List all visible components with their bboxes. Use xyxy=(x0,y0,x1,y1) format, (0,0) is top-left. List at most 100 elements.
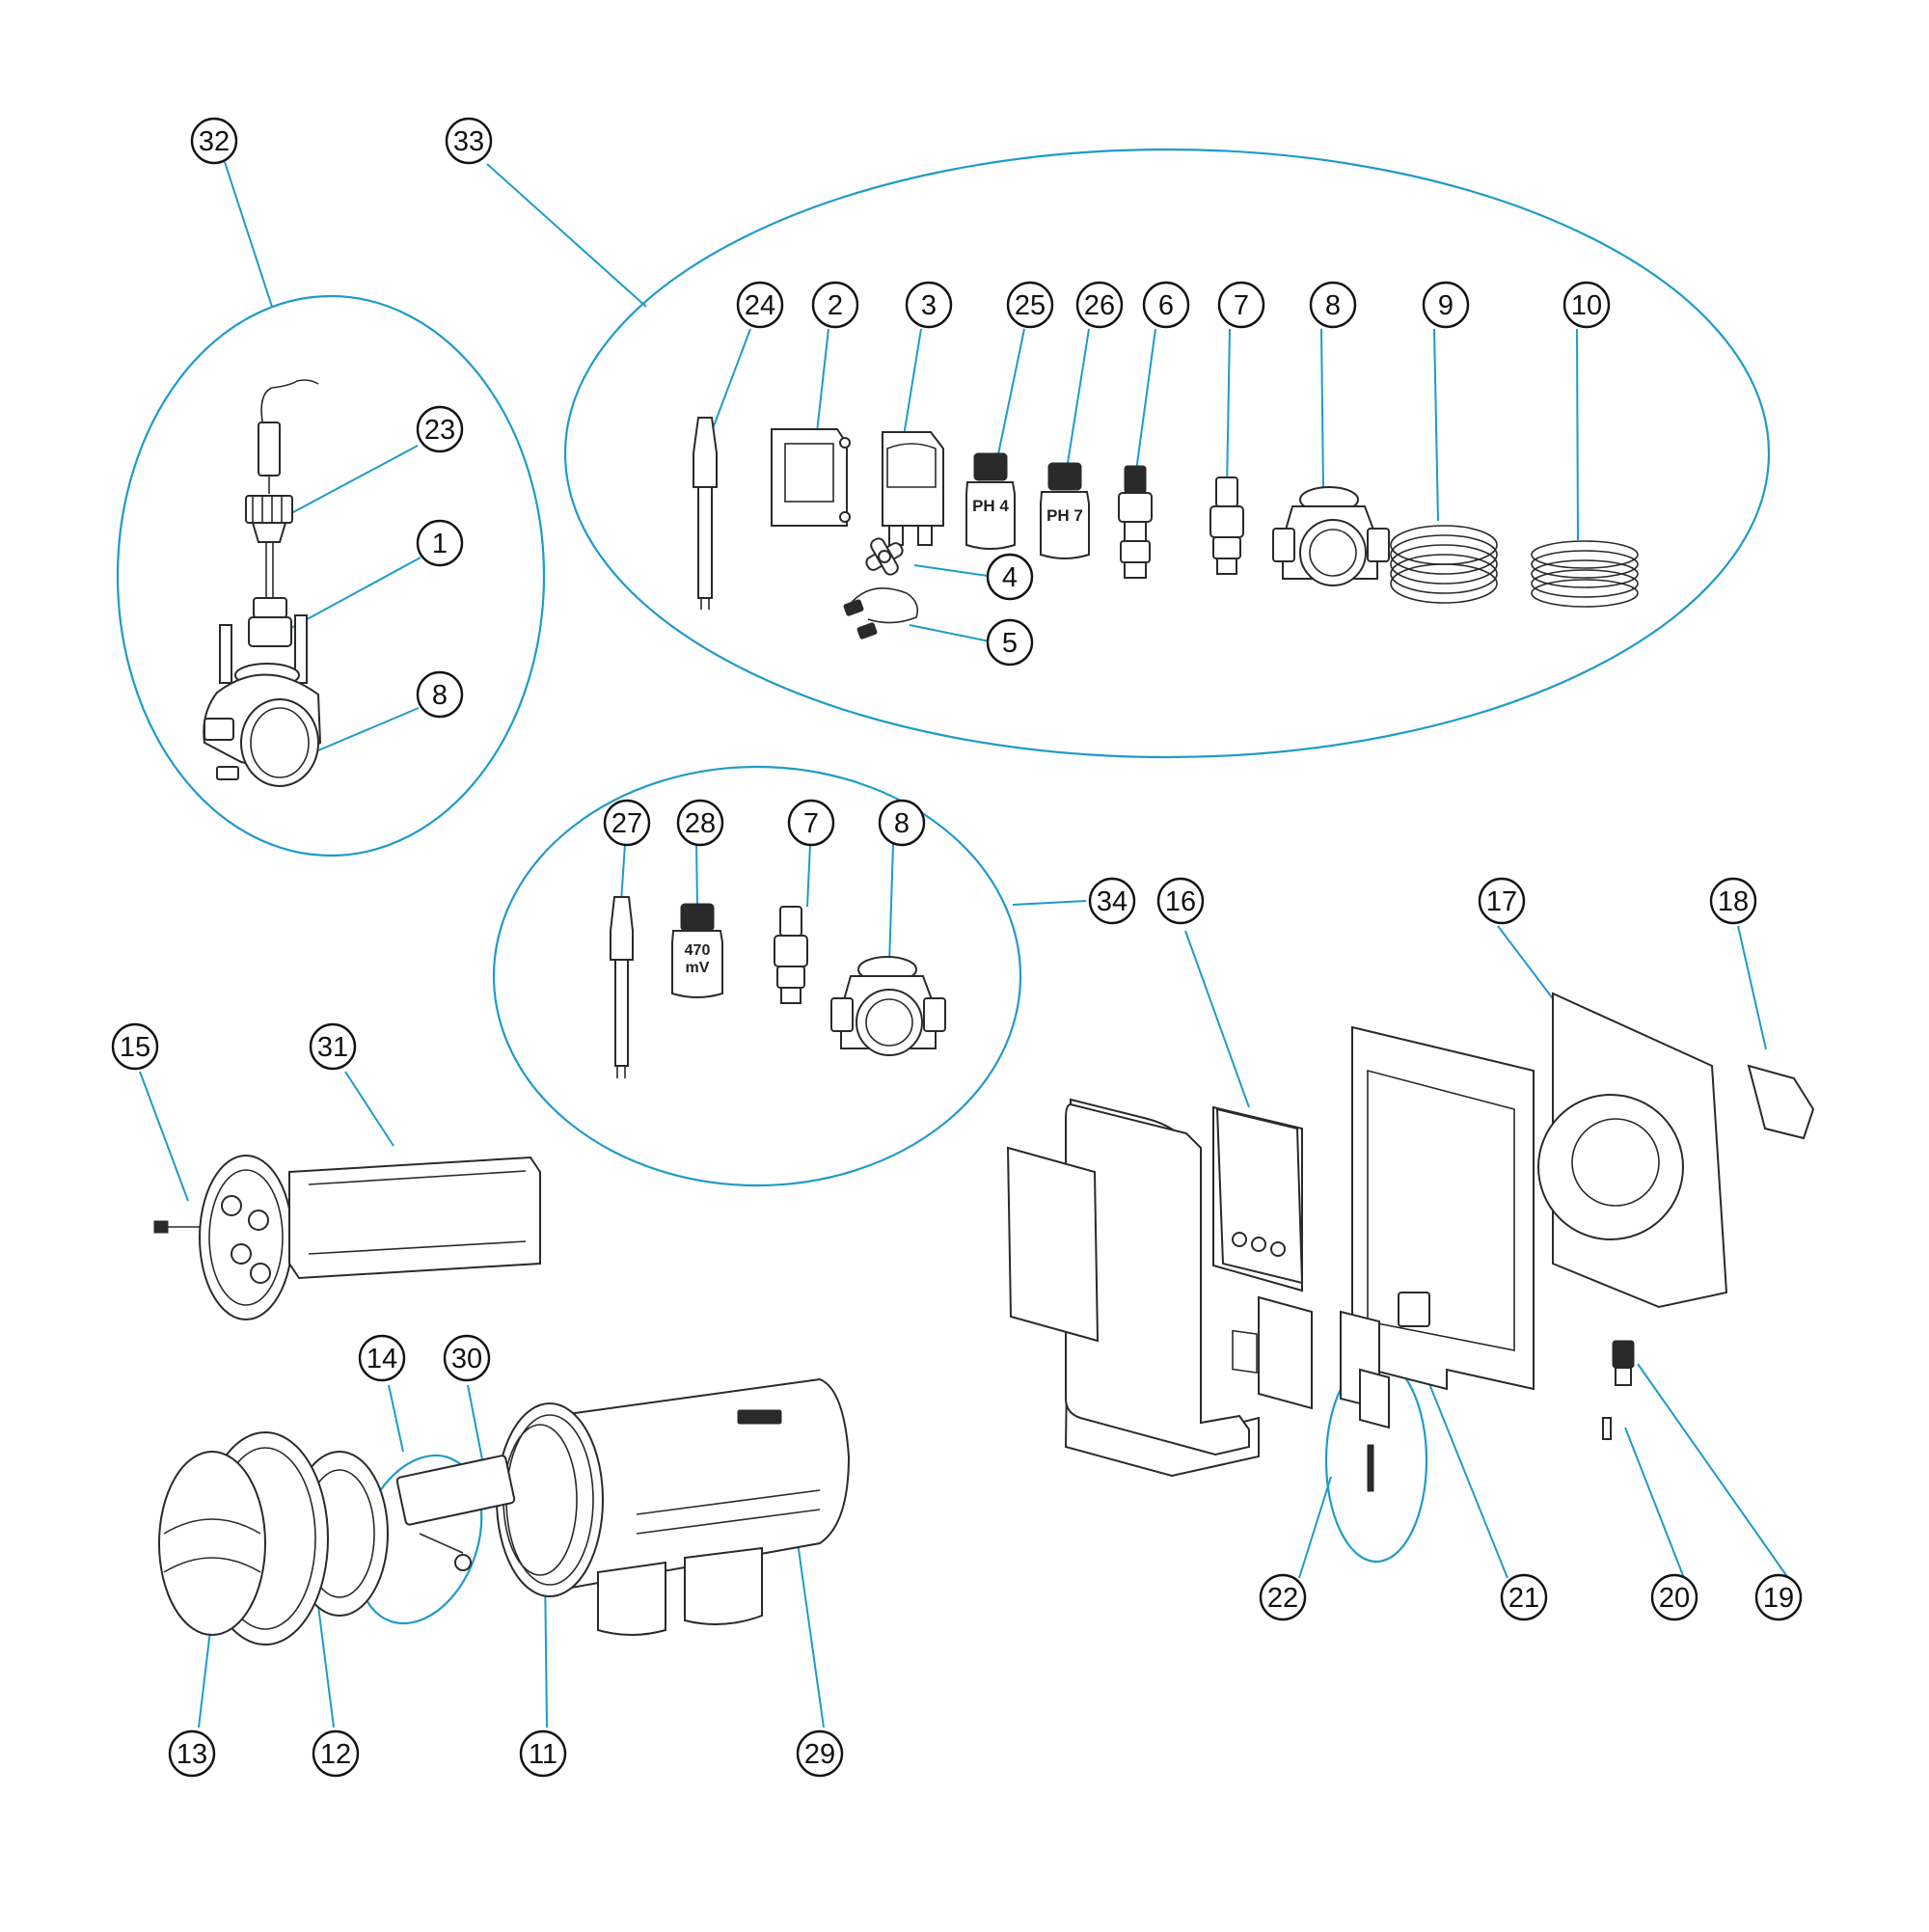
callout-circle xyxy=(1309,281,1357,329)
callout-33: 33 xyxy=(445,117,493,165)
callout-number: 28 xyxy=(685,808,716,839)
callout-34: 34 xyxy=(1088,877,1136,925)
callout-circle xyxy=(986,553,1034,601)
callout-number: 25 xyxy=(1015,290,1046,321)
callout-circle xyxy=(603,799,651,847)
callout-13: 13 xyxy=(168,1729,216,1778)
callout-number: 13 xyxy=(177,1739,207,1770)
callout-circle xyxy=(309,1022,357,1071)
callout-circle xyxy=(1500,1573,1548,1621)
callout-circle xyxy=(796,1729,844,1778)
callout-31: 31 xyxy=(309,1022,357,1071)
callout-26: 26 xyxy=(1075,281,1124,329)
callout-circle xyxy=(1650,1573,1698,1621)
callout-circle xyxy=(1075,281,1124,329)
callout-number: 4 xyxy=(1002,562,1018,593)
callout-number: 21 xyxy=(1508,1583,1539,1614)
callout-23: 23 xyxy=(416,405,464,453)
callout-25: 25 xyxy=(1006,281,1054,329)
callout-21: 21 xyxy=(1500,1573,1548,1621)
callout-20: 20 xyxy=(1650,1573,1698,1621)
cell-body-assembly xyxy=(158,1377,851,1646)
callout-circle xyxy=(1754,1573,1803,1621)
callout-9: 9 xyxy=(1422,281,1470,329)
callout-circle xyxy=(1709,877,1757,925)
callout-circle xyxy=(190,117,238,165)
callout-circle xyxy=(1156,877,1205,925)
callout-4: 4 xyxy=(986,553,1034,601)
callout-10: 10 xyxy=(1562,281,1611,329)
callout-circle xyxy=(905,281,953,329)
callout-number: 9 xyxy=(1438,290,1454,321)
callout-14: 14 xyxy=(358,1334,406,1382)
callout-circle xyxy=(1217,281,1265,329)
callout-8a: 8 xyxy=(416,670,464,719)
callout-circle xyxy=(358,1334,406,1382)
callout-number: 15 xyxy=(120,1032,150,1063)
callout-number: 31 xyxy=(317,1032,348,1063)
callout-2: 2 xyxy=(811,281,859,329)
callout-number: 8 xyxy=(894,808,910,839)
callout-number: 30 xyxy=(451,1344,482,1374)
pipe-saddle-clamp-34 xyxy=(830,956,946,1056)
callout-number: 5 xyxy=(1002,628,1018,659)
callout-number: 7 xyxy=(1234,290,1249,321)
callout-number: 6 xyxy=(1158,290,1174,321)
callout-17: 17 xyxy=(1478,877,1526,925)
callout-number: 8 xyxy=(432,680,448,711)
callout-circle xyxy=(986,618,1034,667)
callout-22: 22 xyxy=(1259,1573,1307,1621)
cell-housing-29 xyxy=(538,1377,851,1636)
orp-label-line2: mV xyxy=(686,960,710,976)
callout-circle xyxy=(416,670,464,719)
callout-5: 5 xyxy=(986,618,1034,667)
callout-number: 16 xyxy=(1165,886,1196,917)
callout-number: 10 xyxy=(1571,290,1602,321)
callout-8c: 8 xyxy=(878,799,926,847)
impeller-part xyxy=(865,537,904,576)
callout-circle xyxy=(443,1334,491,1382)
callout-circle xyxy=(1006,281,1054,329)
callout-circle xyxy=(1562,281,1611,329)
pipe-saddle-clamp xyxy=(1272,486,1390,586)
callout-29: 29 xyxy=(796,1729,844,1778)
leader-lines xyxy=(139,161,1789,1728)
callout-27: 27 xyxy=(603,799,651,847)
callout-30: 30 xyxy=(443,1334,491,1382)
group-ring-32 xyxy=(116,294,546,857)
callout-circle xyxy=(111,1022,159,1071)
callout-number: 26 xyxy=(1084,290,1115,321)
callout-circle xyxy=(416,405,464,453)
callout-number: 22 xyxy=(1267,1583,1298,1614)
callout-number: 19 xyxy=(1763,1583,1794,1614)
callout-7b: 7 xyxy=(787,799,835,847)
callout-number: 8 xyxy=(1325,290,1341,321)
callout-1: 1 xyxy=(416,519,464,567)
callout-circle xyxy=(1422,281,1470,329)
callout-number: 17 xyxy=(1486,886,1517,917)
callout-circle xyxy=(787,799,835,847)
callout-number: 12 xyxy=(320,1739,351,1770)
ph7-buffer-bottle: PH 7 xyxy=(1040,462,1090,559)
callout-18: 18 xyxy=(1709,877,1757,925)
callout-circle xyxy=(312,1729,360,1778)
callout-circle xyxy=(1088,877,1136,925)
callout-circle xyxy=(878,799,926,847)
callout-circle xyxy=(416,519,464,567)
callout-15: 15 xyxy=(111,1022,159,1071)
callout-circle xyxy=(445,117,493,165)
tube-coil-9 xyxy=(1390,525,1498,604)
callout-number: 34 xyxy=(1097,886,1128,917)
ph7-label: PH 7 xyxy=(1046,506,1083,525)
callout-16: 16 xyxy=(1156,877,1205,925)
callout-6: 6 xyxy=(1142,281,1190,329)
callout-circle xyxy=(1259,1573,1307,1621)
ph4-buffer-bottle: PH 4 xyxy=(965,452,1016,550)
callout-19: 19 xyxy=(1754,1573,1803,1621)
callout-circle xyxy=(1142,281,1190,329)
callout-circle xyxy=(168,1729,216,1778)
callout-28: 28 xyxy=(676,799,724,847)
orp-kit-parts: 470 mV xyxy=(610,896,946,1078)
